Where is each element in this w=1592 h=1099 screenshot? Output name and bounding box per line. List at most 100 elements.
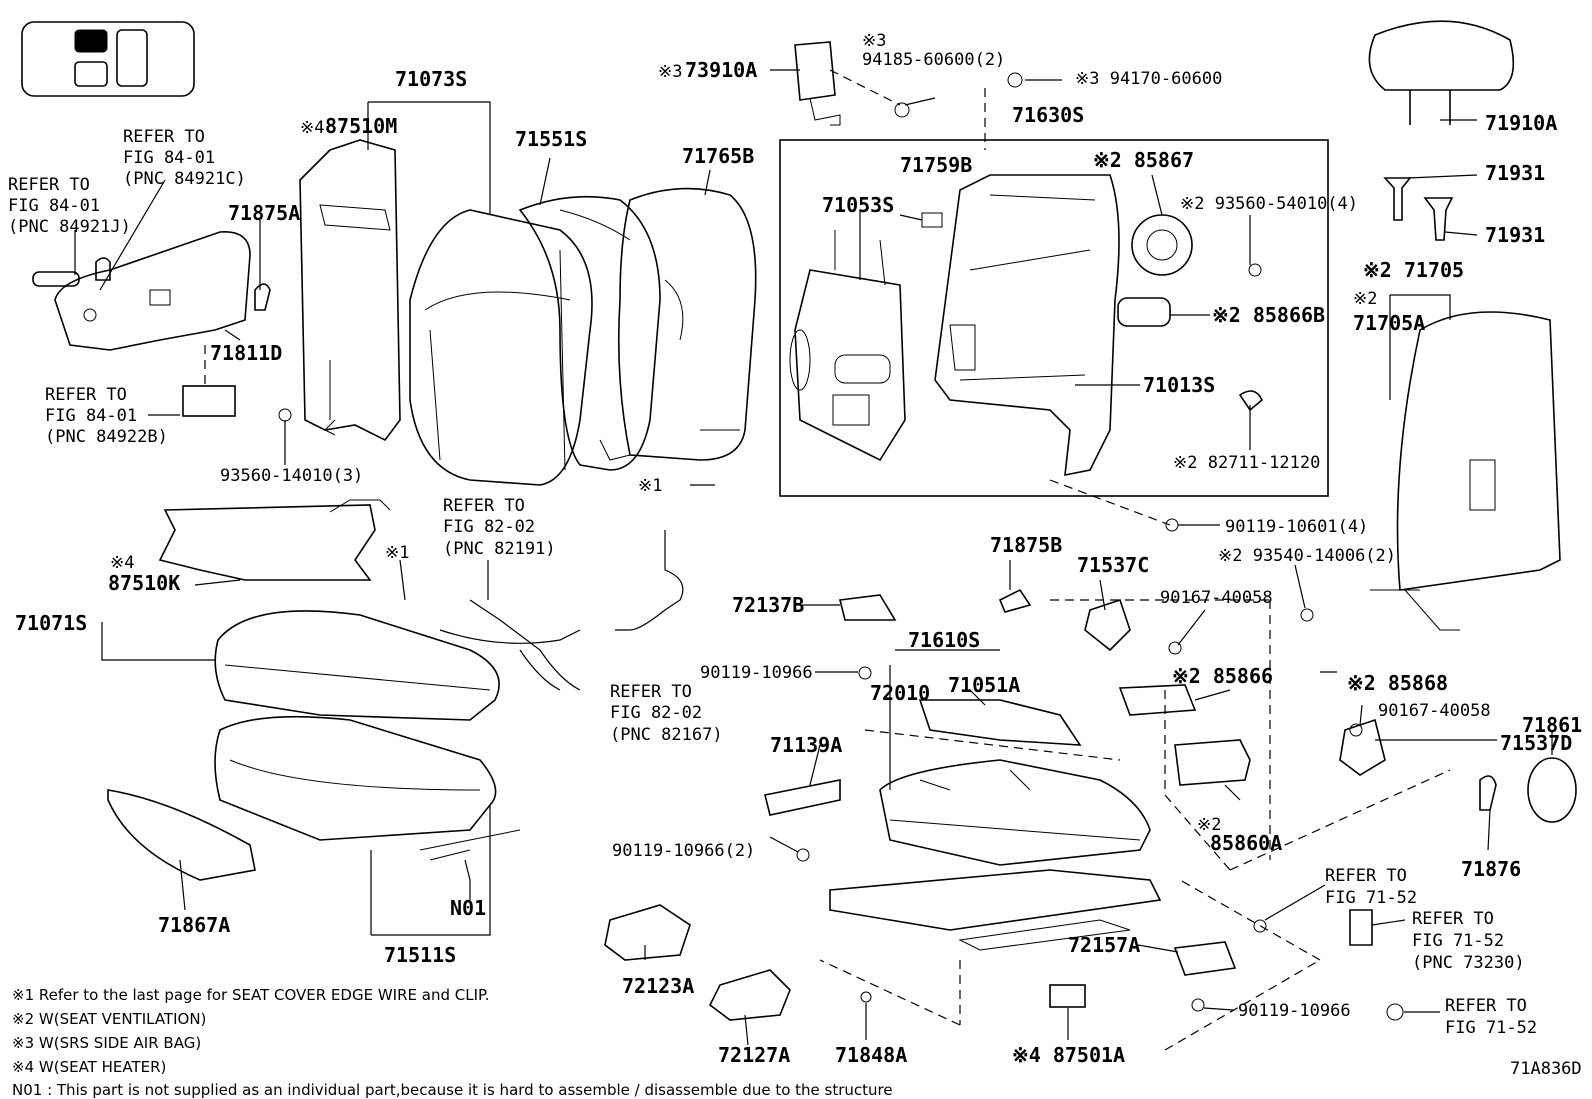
label-72123A: 72123A	[622, 974, 694, 998]
label-71013S: 71013S	[1143, 373, 1215, 397]
label-85860A: 85860A	[1210, 831, 1282, 855]
cover-72127A	[708, 969, 791, 1021]
label-73910A-mark: ※3	[658, 62, 682, 82]
label-90167-40058-b: 90167-40058	[1378, 701, 1491, 721]
label-71759B: 71759B	[900, 153, 972, 177]
refer-82191-line1: REFER TO	[443, 496, 525, 516]
note-n01: N01 : This part is not supplied as an in…	[12, 1081, 893, 1099]
seatback-board	[617, 187, 757, 461]
bolt-90119-10601	[1165, 518, 1179, 532]
label-71610S: 71610S	[908, 628, 980, 652]
refer-73230-line3: (PNC 73230)	[1412, 953, 1525, 973]
seatback-frame-group-box	[779, 139, 1329, 497]
refer-73230-line2: FIG 71-52	[1412, 931, 1504, 951]
refer-71-52-a-line2: FIG 71-52	[1325, 888, 1417, 908]
label-71630S: 71630S	[1012, 103, 1084, 127]
label-93540-14006: ※2 93540-14006(2)	[1218, 546, 1396, 566]
diagram-id: 71A836D	[1510, 1059, 1582, 1079]
cover-72157A	[1173, 941, 1237, 976]
label-71931-b: 71931	[1485, 223, 1545, 247]
assembly-guide-lines	[819, 479, 1451, 1051]
nut-94170	[1007, 72, 1023, 88]
label-73910A: 73910A	[685, 58, 757, 82]
label-71765B: 71765B	[682, 144, 754, 168]
cover-71861	[1527, 757, 1577, 823]
label-85866B: ※2 85866B	[1212, 303, 1325, 327]
label-71139A: 71139A	[770, 733, 842, 757]
cover-71875A	[254, 283, 271, 311]
label-71071S: 71071S	[15, 611, 87, 635]
label-71051A: 71051A	[948, 673, 1020, 697]
label-90119-10966-2: 90119-10966(2)	[612, 841, 755, 861]
cover-71139A	[764, 779, 841, 816]
note-2: ※2 W(SEAT VENTILATION)	[12, 1010, 206, 1028]
note-3: ※3 W(SRS SIDE AIR BAG)	[12, 1034, 201, 1052]
note-4: ※4 W(SEAT HEATER)	[12, 1058, 166, 1076]
bolt-90119-10966	[858, 666, 872, 680]
headrest-support-71931	[1383, 177, 1454, 241]
side-airbag	[794, 41, 910, 126]
clip-82711	[1238, 390, 1263, 412]
cover-71875B	[998, 588, 1032, 613]
label-71876: 71876	[1461, 857, 1521, 881]
side-shield	[54, 231, 251, 351]
label-71705: ※2 71705	[1363, 258, 1464, 282]
wire-harness-82167	[615, 530, 684, 631]
seat-track	[829, 869, 1162, 951]
label-90119-10966-a: 90119-10966	[700, 663, 813, 683]
cover-72123A	[604, 904, 691, 961]
heater-switch-87501A	[1049, 984, 1086, 1008]
clip-71759B	[921, 212, 943, 228]
label-71910A: 71910A	[1485, 111, 1557, 135]
refer-73230-line1: REFER TO	[1412, 909, 1494, 929]
refer-84921J-line1: REFER TO	[8, 175, 90, 195]
seat-position-indicator-icon	[21, 21, 195, 97]
mark-1-b: ※1	[385, 543, 409, 563]
refer-84921C-line1: REFER TO	[123, 127, 205, 147]
label-71537C: 71537C	[1077, 553, 1149, 577]
mark-1-a: ※1	[638, 476, 662, 496]
refer-71-52-a-line1: REFER TO	[1325, 866, 1407, 886]
seat-cushion-frame	[879, 759, 1151, 866]
cushion-spring-71051A	[918, 699, 1082, 746]
label-71811D: 71811D	[210, 341, 282, 365]
seat-cushion-pad	[214, 715, 497, 841]
ventilation-fan	[1131, 214, 1193, 276]
label-94185: 94185-60600(2)	[862, 50, 1005, 70]
label-87510K-mark: ※4	[110, 553, 134, 573]
label-85868: ※2 85868	[1347, 671, 1448, 695]
label-71931-a: 71931	[1485, 161, 1545, 185]
screw-93560-14010	[278, 408, 292, 422]
label-72127A: 72127A	[718, 1043, 790, 1067]
label-71861: 71861	[1522, 713, 1582, 737]
label-71867A: 71867A	[158, 913, 230, 937]
duct-85866B	[1117, 297, 1171, 327]
seatback-frame	[934, 174, 1120, 476]
refer-71-52-b-line1: REFER TO	[1445, 996, 1527, 1016]
screw-90167-40058-b	[1349, 723, 1363, 737]
refer-84921C-line3: (PNC 84921C)	[123, 169, 246, 189]
leader-lines	[74, 69, 1553, 1046]
screw-93560-54010	[1248, 263, 1262, 277]
label-N01: N01	[450, 896, 486, 920]
refer-82167-line3: (PNC 82167)	[610, 725, 723, 745]
label-71875A: 71875A	[228, 201, 300, 225]
refer-82167-line2: FIG 82-02	[610, 703, 702, 723]
refer-82167-line1: REFER TO	[610, 682, 692, 702]
ventilation-unit-85860A	[1174, 739, 1251, 786]
label-71848A: 71848A	[835, 1043, 907, 1067]
front-trim	[107, 789, 256, 881]
duct-85866	[1118, 684, 1197, 716]
label-93560-54010: ※2 93560-54010(4)	[1180, 194, 1358, 214]
cover-71876	[1479, 775, 1497, 811]
heater-mat-connector	[329, 499, 391, 513]
seatback-pad	[518, 195, 661, 471]
label-71875B: 71875B	[990, 533, 1062, 557]
label-72157A: 72157A	[1068, 933, 1140, 957]
seat-heater-back-mat	[299, 139, 401, 442]
note-1: ※1 Refer to the last page for SEAT COVER…	[12, 986, 489, 1004]
seatback-spring-assembly	[789, 230, 906, 462]
refer-84921J-line3: (PNC 84921J)	[8, 217, 131, 237]
seat-belt-buckle	[1349, 909, 1373, 946]
label-87501A: ※4 87501A	[1012, 1043, 1125, 1067]
